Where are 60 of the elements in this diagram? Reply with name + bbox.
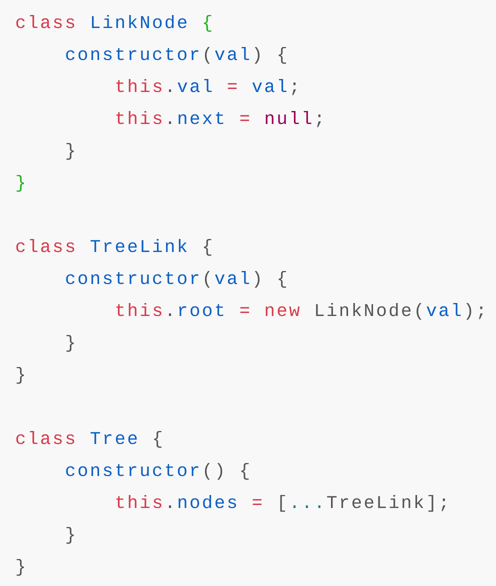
keyword: = <box>240 307 250 313</box>
identifier: val <box>252 78 286 92</box>
identifier: TreeLink <box>90 238 187 252</box>
punctuation: { <box>278 46 286 64</box>
identifier: next <box>178 112 224 124</box>
punctuation: { <box>278 270 286 288</box>
punctuation: ) <box>254 46 260 64</box>
punctuation: . <box>168 505 172 508</box>
punctuation: ( <box>204 462 210 480</box>
punctuation: } <box>66 142 74 160</box>
identifier: val <box>426 302 461 316</box>
identifier: val <box>215 270 250 284</box>
identifier: constructor <box>66 464 198 476</box>
punctuation: } <box>16 558 24 576</box>
keyword: this <box>116 494 162 508</box>
identifier: val <box>215 46 250 60</box>
identifier: Tree <box>90 432 137 444</box>
keyword: this <box>116 78 162 92</box>
keyword: = <box>252 499 262 505</box>
punctuation: { <box>154 430 162 448</box>
punctuation: ) <box>217 462 222 480</box>
punctuation: { <box>241 462 249 480</box>
punctuation: } <box>66 334 74 352</box>
literal: null <box>266 110 312 124</box>
keyword: = <box>240 115 250 121</box>
punctuation: ; <box>292 82 296 96</box>
punctuation: ( <box>416 302 422 320</box>
keyword: this <box>116 302 162 316</box>
punctuation: TreeLink <box>327 494 424 508</box>
keyword: class <box>16 430 74 444</box>
punctuation: . <box>168 89 172 92</box>
punctuation: ] <box>428 494 434 512</box>
identifier: nodes <box>178 494 236 508</box>
keyword: = <box>228 83 237 89</box>
brace: } <box>16 174 24 192</box>
punctuation: ( <box>204 46 210 64</box>
punctuation: ) <box>466 302 472 320</box>
keyword: new <box>266 306 300 316</box>
punctuation: ; <box>478 306 483 320</box>
punctuation: } <box>16 366 24 384</box>
keyword: class <box>16 238 74 252</box>
identifier: root <box>179 304 224 316</box>
keyword: class <box>16 14 74 28</box>
punctuation: ( <box>204 270 210 288</box>
identifier: val <box>178 78 212 92</box>
punctuation: ) <box>254 270 260 288</box>
punctuation: . <box>168 121 172 124</box>
punctuation: ; <box>317 114 321 128</box>
punctuation: ; <box>442 498 446 512</box>
brace: { <box>204 14 212 32</box>
punctuation: . <box>168 313 172 316</box>
identifier: constructor <box>66 272 198 284</box>
operator: ... <box>293 505 320 508</box>
punctuation: { <box>204 238 212 256</box>
punctuation: [ <box>280 494 286 512</box>
identifier: LinkNode <box>92 14 186 28</box>
keyword: this <box>116 110 162 124</box>
punctuation: } <box>66 526 74 544</box>
punctuation: LinkNode <box>316 302 411 316</box>
identifier: constructor <box>66 48 198 60</box>
